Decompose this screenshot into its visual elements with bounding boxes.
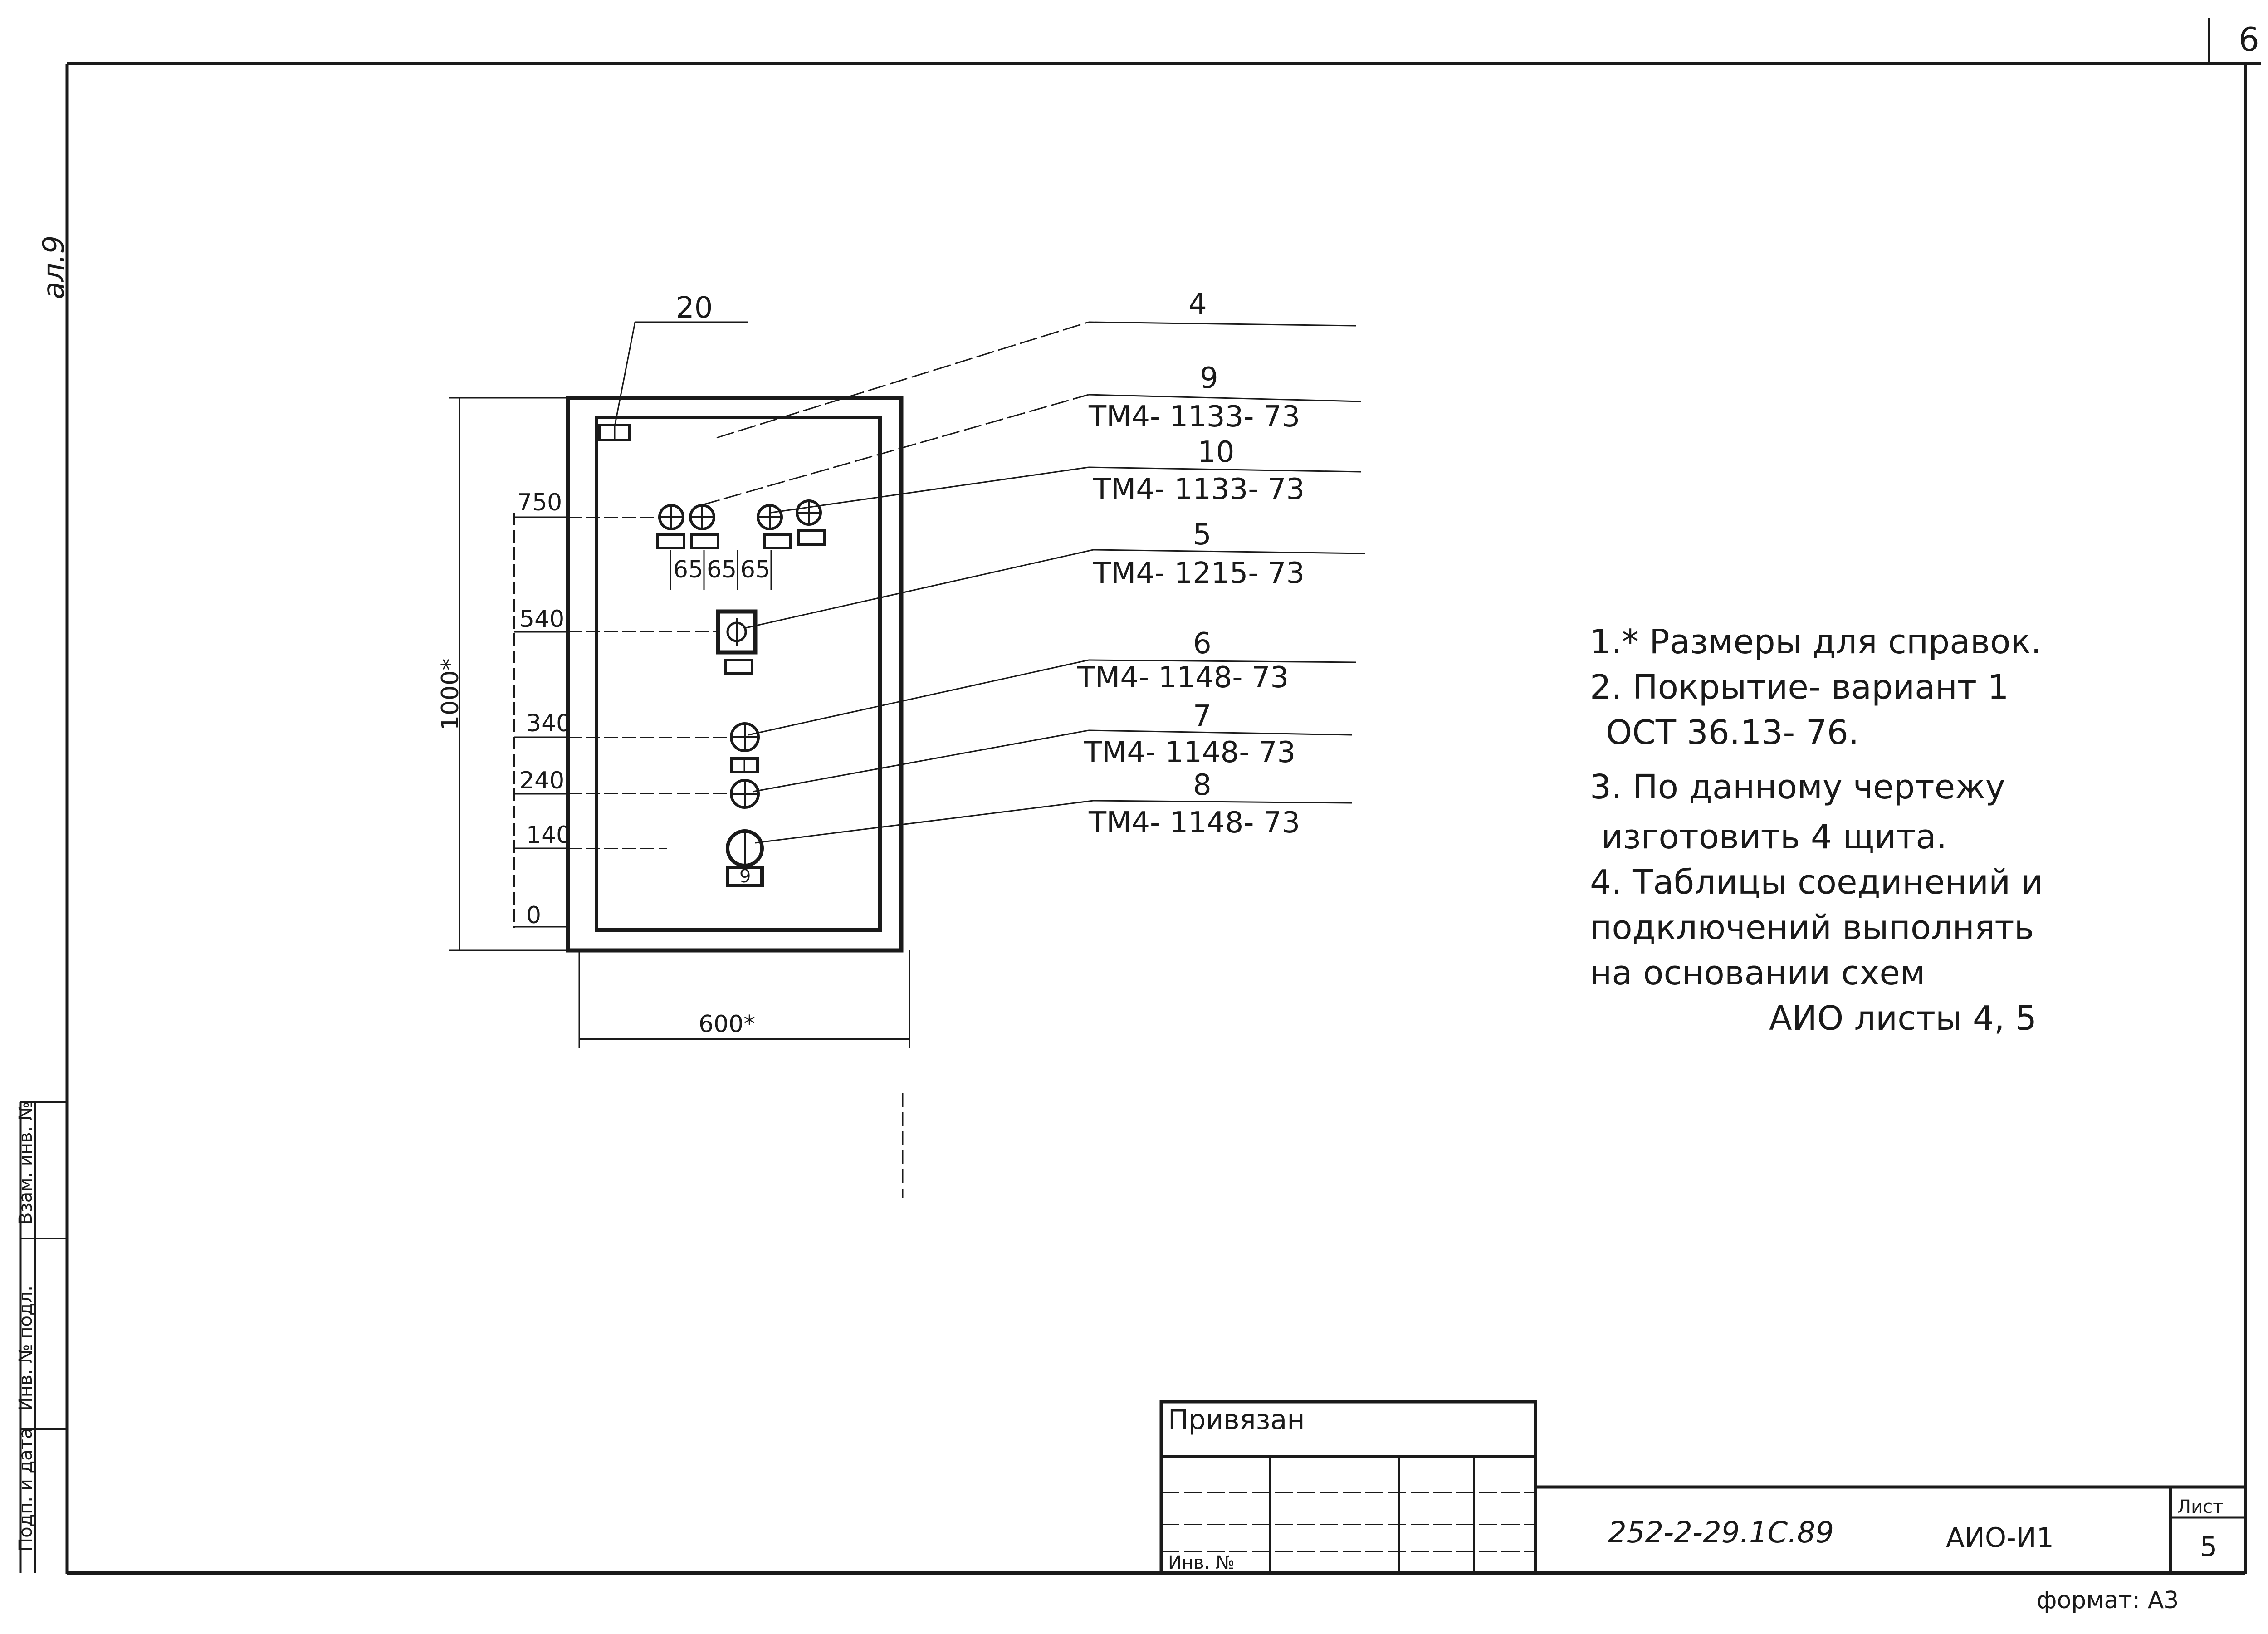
callout-6-pos: 6 — [1193, 627, 1212, 660]
title-stamp: Привязан Инв. № 252-2-29.1С.89 АИО-И1 Ли… — [1159, 1400, 2245, 1614]
height-dim-label: 1000* — [437, 659, 464, 730]
level-label-0: 0 — [526, 902, 541, 929]
callout-20-pos: 20 — [676, 291, 713, 325]
callout-5-doc: ТМ4- 1215- 73 — [1093, 557, 1305, 590]
callout-7-doc: ТМ4- 1148- 73 — [1084, 736, 1295, 769]
stamp-sheet-label: Лист — [2177, 1497, 2223, 1517]
spacing-label-2: 65 — [707, 556, 737, 583]
stamp-doc-code: 252-2-29.1С.89 — [1608, 1516, 1834, 1550]
note-4c: на основании схем — [1590, 954, 1926, 993]
level-label-240: 240 — [519, 767, 564, 794]
callout-9-doc: ТМ4- 1133- 73 — [1088, 400, 1300, 434]
strip-label-sign-date: Подп. и дата — [15, 1428, 36, 1551]
callout-9-pos: 9 — [1200, 362, 1218, 395]
callout-10-pos: 10 — [1198, 435, 1234, 469]
left-binding-strip: Подп. и дата Инв. № подл. Взам. инв. № — [15, 1101, 67, 1573]
lamp-row — [656, 499, 826, 549]
callout-8-doc: ТМ4- 1148- 73 — [1088, 806, 1300, 840]
switch-low-plate-code: 9 — [739, 866, 751, 887]
panel-drawing: 65 65 65 9 — [437, 396, 910, 1048]
spacing-label-1: 65 — [673, 556, 703, 583]
note-4b: подключений выполнять — [1590, 908, 2034, 947]
callout-7-pos: 7 — [1193, 700, 1212, 733]
strip-label-replace-inv: Взам. инв. № — [15, 1101, 36, 1225]
callout-4-pos: 4 — [1188, 288, 1207, 321]
spacing-dimensions: 65 65 65 — [670, 550, 772, 590]
level-dimension-chain: 750 540 340 240 140 0 — [513, 489, 571, 929]
level-label-540: 540 — [519, 606, 564, 633]
note-3: 3. По данному чертежу — [1590, 768, 2005, 807]
callout-5-pos: 5 — [1193, 518, 1212, 552]
stamp-sheet-number: 5 — [2200, 1531, 2217, 1563]
notes-block: 1.* Размеры для справок. 2. Покрытие- ва… — [1590, 622, 2043, 1038]
callout-6-doc: ТМ4- 1148- 73 — [1077, 661, 1289, 695]
sheet-frame: 6 — [65, 18, 2261, 1575]
level-label-750: 750 — [517, 489, 562, 516]
callout-10-doc: ТМ4- 1133- 73 — [1093, 473, 1305, 506]
level-label-340: 340 — [526, 710, 571, 737]
note-4: 4. Таблицы соединений и — [1590, 863, 2043, 902]
side-code: ал.9 — [37, 235, 71, 299]
format-label: формат: А3 — [2037, 1587, 2179, 1614]
width-dimension: 600* — [578, 950, 910, 1048]
note-3b: изготовить 4 щита. — [1601, 817, 1947, 856]
corner-sheet-number: 6 — [2239, 20, 2259, 59]
lamp-340 — [730, 722, 760, 773]
note-2b: ОСТ 36.13- 76. — [1606, 713, 1859, 752]
level-label-140: 140 — [526, 822, 571, 849]
spacing-label-3: 65 — [740, 556, 770, 583]
panel-outer-frame — [566, 396, 904, 953]
panel-inner-frame — [595, 416, 882, 932]
callout-8-pos: 8 — [1193, 768, 1212, 802]
note-2: 2. Покрытие- вариант 1 — [1590, 668, 2009, 707]
stamp-drawing-code: АИО-И1 — [1946, 1522, 2054, 1554]
strip-label-inv-orig: Инв. № подл. — [15, 1286, 36, 1411]
switch-mid — [716, 609, 758, 675]
switch-low: 9 — [726, 829, 764, 887]
note-4d: АИО листы 4, 5 — [1769, 999, 2037, 1038]
width-dim-label: 600* — [699, 1011, 755, 1038]
note-1: 1.* Размеры для справок. — [1590, 622, 2042, 661]
stamp-inv-label: Инв. № — [1168, 1552, 1235, 1573]
height-dimension: 1000* — [437, 397, 568, 951]
callouts: 20 4 9 ТМ4- 1133- 73 10 ТМ4- 1133- 73 5 … — [614, 288, 1366, 844]
level-lines — [568, 517, 731, 849]
stamp-bound-label: Привязан — [1168, 1404, 1305, 1436]
lamp-240 — [730, 779, 760, 809]
